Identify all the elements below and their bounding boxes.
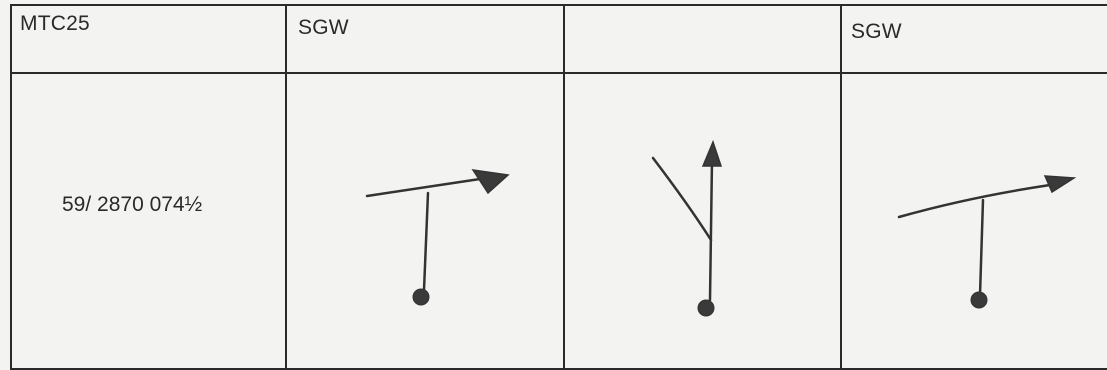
sketch-wind-arrow-2 [653,142,721,316]
sketch-wind-arrow-3 [899,176,1074,308]
sketch-wind-arrow-1 [367,170,508,305]
